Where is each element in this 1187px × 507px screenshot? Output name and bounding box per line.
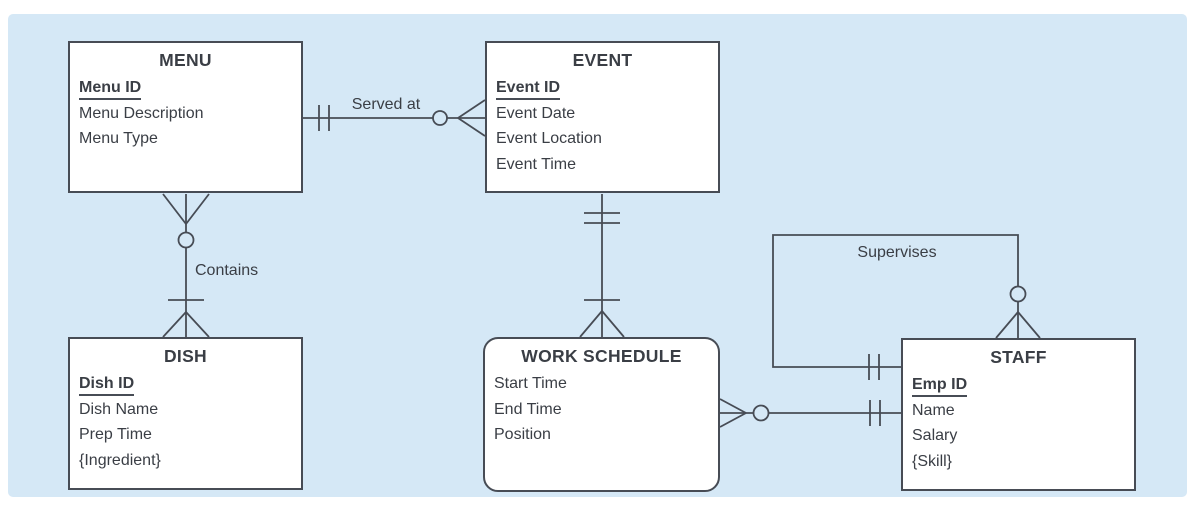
crow-foot-icon <box>995 311 1041 339</box>
attribute-row: Start Time <box>494 375 567 392</box>
crow-foot-icon <box>162 193 210 225</box>
entity-work-schedule-title: WORK SCHEDULE <box>521 346 682 366</box>
entity-event-title: EVENT <box>572 50 633 70</box>
attribute-row: Dish ID <box>70 371 301 397</box>
attribute-row: Position <box>494 426 551 443</box>
entity-dish: DISH Dish ID Dish Name Prep Time {Ingred… <box>68 337 303 490</box>
primary-key-attribute: Menu ID <box>79 78 142 100</box>
attribute-row: Dish Name <box>79 400 159 418</box>
connector-contains <box>162 193 210 338</box>
relationship-label-contains: Contains <box>195 262 259 279</box>
connector-work-schedule-staff <box>719 398 901 428</box>
entity-event: EVENT Event ID Event Date Event Location… <box>485 41 720 193</box>
cardinality-circle-icon <box>432 110 448 126</box>
attribute-row: Salary <box>912 427 958 444</box>
attribute-row: Menu Type <box>79 130 158 147</box>
attribute-row: End Time <box>494 400 562 418</box>
entity-menu: MENU Menu ID Menu Description Menu Type <box>68 41 303 193</box>
attribute-row: Event Location <box>496 130 602 147</box>
primary-key-attribute: Dish ID <box>79 374 135 396</box>
cardinality-circle-icon <box>177 231 195 249</box>
attribute-row: Emp ID <box>903 372 1134 398</box>
cardinality-circle-icon <box>752 404 770 422</box>
primary-key-attribute: Emp ID <box>912 375 968 397</box>
attribute-row: Menu ID <box>70 75 301 101</box>
relationship-label-served-at: Served at <box>351 96 421 113</box>
connector-served-at <box>303 99 486 137</box>
relationship-label-supervises: Supervises <box>857 244 937 261</box>
attribute-row: Name <box>912 401 955 419</box>
entity-work-schedule: WORK SCHEDULE Start Time End Time Positi… <box>483 337 720 492</box>
crow-foot-icon <box>162 311 210 338</box>
primary-key-attribute: Event ID <box>496 78 561 100</box>
entity-dish-title: DISH <box>163 346 207 366</box>
cardinality-circle-icon <box>1009 285 1027 303</box>
attribute-row: Event ID <box>487 75 718 101</box>
attribute-row: {Ingredient} <box>79 451 161 469</box>
attribute-row: Event Date <box>496 104 576 122</box>
attribute-row: Prep Time <box>79 426 152 443</box>
crow-foot-icon <box>719 398 747 428</box>
entity-menu-title: MENU <box>159 50 212 70</box>
crow-foot-icon <box>579 310 625 338</box>
attribute-row: Menu Description <box>79 104 204 122</box>
attribute-row: {Skill} <box>912 452 953 470</box>
entity-staff: STAFF Emp ID Name Salary {Skill} <box>901 338 1136 491</box>
connector-supervises <box>772 234 1041 380</box>
connector-event-work-schedule <box>579 194 625 338</box>
crow-foot-icon <box>457 99 486 137</box>
attribute-row: Event Time <box>496 155 577 173</box>
entity-staff-title: STAFF <box>990 347 1047 367</box>
